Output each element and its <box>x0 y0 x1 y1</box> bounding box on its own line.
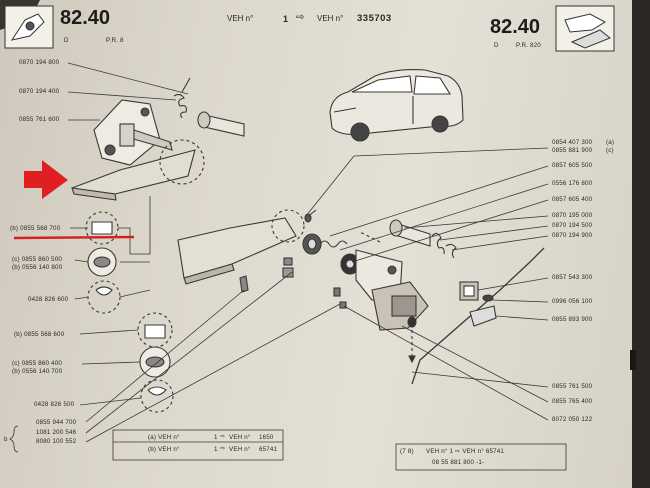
right-ref: 0855 765 400 <box>552 398 593 405</box>
left-ref: 0855 944 700 <box>36 419 77 426</box>
footer-right-text: VEH n° 1 ⇨ VEH n° 65741 <box>426 448 505 455</box>
leader-lines-right <box>305 147 549 421</box>
footer-boxes <box>112 429 567 471</box>
left-ref-highlighted: (b) 0855 568 700 <box>10 225 61 232</box>
page-number-right: 82.40 <box>490 16 541 38</box>
left-ref: 0855 761 600 <box>19 116 60 123</box>
right-ref: 0870 194 500 <box>552 222 593 229</box>
page-sub-right-code: P.R. 820 <box>516 42 541 49</box>
left-ref: 1081 200 546 <box>36 429 77 436</box>
right-ref: 0855 881 900 <box>552 147 593 154</box>
page-sub-right: D <box>494 42 499 49</box>
footer-row2-label: (b) VEH n° <box>148 446 180 453</box>
pedal-pad-left <box>71 139 205 201</box>
footer-row2-value: 65741 <box>259 446 278 453</box>
veh-value-1: 1 <box>283 14 289 24</box>
left-ref: 0870 194 400 <box>19 88 60 95</box>
veh-label-1: VEH n° <box>227 14 254 23</box>
veh-arrow: ⇨ <box>296 12 305 23</box>
right-ref-suffix: (c) <box>606 147 614 154</box>
pedal-bracket-drawing <box>93 77 245 166</box>
footer-row1-value: 1650 <box>259 434 274 441</box>
footer-row1-from: 1 <box>214 434 218 441</box>
footer-row1-arrow: ⇨ <box>220 433 226 440</box>
right-ref: 0556 176 800 <box>552 180 593 187</box>
leader-lines-left <box>67 62 341 443</box>
footer-row2-arrow: ⇨ <box>220 445 226 452</box>
left-ref: (b) 0855 568 600 <box>14 331 65 338</box>
left-ref: (b) 0556 140 700 <box>12 368 63 375</box>
footer-row1-to: VEH n° <box>229 434 251 441</box>
right-ref-suffix: (a) <box>606 139 615 146</box>
left-brace-letter: b <box>4 436 8 443</box>
footer-right-sub: 08 55 881 800 -1- <box>432 459 485 466</box>
right-ref: 0996 056 100 <box>552 298 593 305</box>
right-ref: 0857 543 300 <box>552 274 593 281</box>
left-ref: 0428 826 600 <box>28 296 69 303</box>
left-ref: (c) 0855 860 500 <box>12 256 62 263</box>
footer-right-label: (7 8) <box>400 448 414 455</box>
veh-label-2: VEH n° <box>317 14 344 23</box>
left-ref: 8080 100 552 <box>36 438 77 445</box>
pivot-assembly <box>239 209 545 385</box>
footer-row2-to: VEH n° <box>229 446 251 453</box>
pedal-pad-centre <box>177 209 305 285</box>
right-ref: 0870 195 000 <box>552 212 593 219</box>
right-ref: 0855 761 500 <box>552 383 593 390</box>
corner-pictogram-right <box>555 5 615 52</box>
car-outline-drawing <box>329 69 464 142</box>
right-ref: 0854 407 300 <box>552 139 593 146</box>
page-sub-left-code: P.R. 8 <box>106 37 124 44</box>
hardware-callout-circles <box>85 211 174 413</box>
red-underline <box>13 235 135 240</box>
footer-row2-from: 1 <box>214 446 218 453</box>
page-number-left: 82.40 <box>60 7 111 29</box>
right-ref: 0857 605 400 <box>552 196 593 203</box>
veh-value-2: 335703 <box>357 13 392 24</box>
left-ref: (b) 0556 140 800 <box>12 264 63 271</box>
red-marker-arrow <box>24 160 68 199</box>
left-ref: (c) 0855 860 400 <box>12 360 62 367</box>
left-ref: 0428 826 500 <box>34 401 75 408</box>
right-ref: 8072 050 122 <box>552 416 593 423</box>
page-sub-left: D <box>64 37 69 44</box>
left-ref: 0870 194 800 <box>19 59 60 66</box>
right-ref: 0870 194 900 <box>552 232 593 239</box>
footer-row1-label: (a) VEH n° <box>148 434 180 441</box>
right-ref: 0857 605 500 <box>552 162 593 169</box>
corner-pictogram-left <box>4 5 54 49</box>
right-ref: 0855 893 900 <box>552 316 593 323</box>
